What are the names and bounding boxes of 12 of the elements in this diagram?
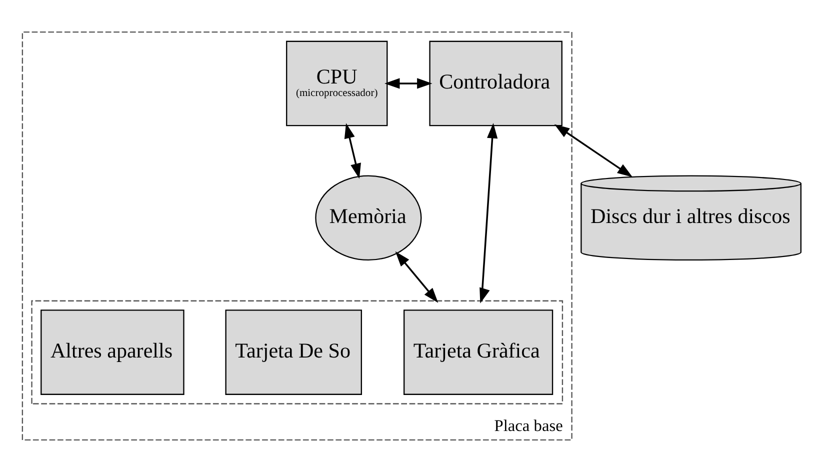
arrow xyxy=(395,250,438,302)
arrow xyxy=(480,122,498,303)
node-box: Tarjeta De So xyxy=(225,309,362,394)
node-box: Tarjeta Gràfica xyxy=(404,309,554,394)
node-box: CPU (microprocessador) xyxy=(286,40,388,126)
arrow xyxy=(344,122,361,178)
arrow xyxy=(554,124,633,177)
node-box: Controladora xyxy=(429,40,562,126)
node-box: Altres aparells xyxy=(40,309,184,394)
node-ellipse: Memòria xyxy=(315,174,422,260)
arrow xyxy=(384,78,432,88)
cluster xyxy=(31,300,564,404)
